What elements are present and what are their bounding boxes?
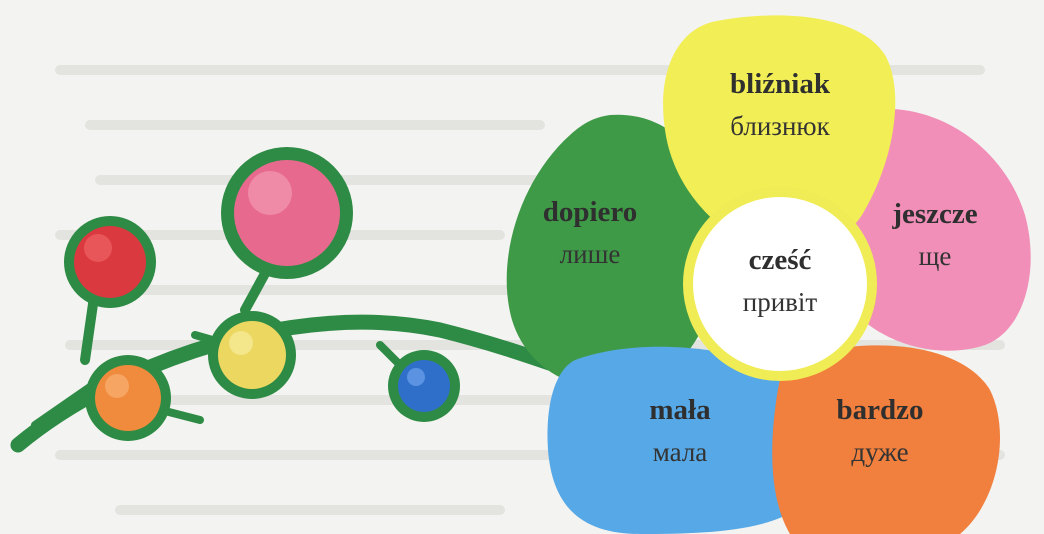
berries <box>64 147 460 441</box>
petal-bottom-right-polish: bardzo <box>836 394 924 426</box>
petal-right-polish: jeszcze <box>892 198 978 230</box>
pink-berry <box>221 147 353 279</box>
petal-left-green <box>506 114 721 390</box>
petal-top-polish: bliźniak <box>730 68 830 100</box>
red-berry <box>64 216 156 308</box>
orange-berry <box>85 355 171 441</box>
yellow-berry <box>208 311 296 399</box>
petal-left-polish: dopiero <box>542 196 638 228</box>
petal-top-word: bliźniak близнюк <box>680 70 880 140</box>
blue-berry <box>388 350 460 422</box>
petal-left-word: dopiero лише <box>490 198 690 268</box>
petal-left-ukrainian: лише <box>559 239 621 269</box>
petal-bottom-right-word: bardzo дуже <box>780 396 980 466</box>
petal-bottom-left-polish: mała <box>649 394 711 426</box>
flower-center <box>683 187 877 381</box>
petal-bottom-right-ukrainian: дуже <box>851 437 909 467</box>
petal-bottom-left-word: mała мала <box>580 396 780 466</box>
petal-right-ukrainian: ще <box>918 241 952 271</box>
center-ukrainian: привіт <box>742 287 818 317</box>
petal-top-yellow <box>663 15 896 255</box>
petal-bottom-right-orange <box>772 345 1000 534</box>
petal-right-word: jeszcze ще <box>835 200 1035 270</box>
petal-bottom-left-ukrainian: мала <box>652 437 708 467</box>
center-polish: cześć <box>748 244 812 276</box>
petal-top-ukrainian: близнюк <box>730 111 830 141</box>
petal-bottom-left-blue <box>547 346 822 534</box>
flower-center-word: cześć привіт <box>680 246 880 316</box>
